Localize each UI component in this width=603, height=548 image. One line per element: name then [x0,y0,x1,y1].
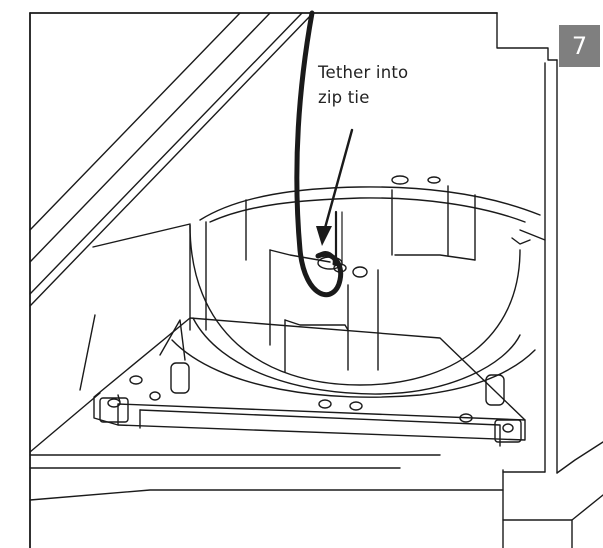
diagonal-struts [29,12,314,307]
mounting-plate [93,317,526,447]
step-number: 7 [571,32,588,60]
frame-border [29,12,498,548]
callout-arrow [316,128,354,246]
callout-text: Tether into zip tie [318,60,478,110]
right-wall [496,12,603,548]
step-number-badge: 7 [559,25,600,67]
callout-line-1: Tether into [318,63,409,82]
housing-ring [171,175,541,398]
back-platform [92,223,546,248]
callout-line-2: zip tie [318,88,370,107]
base-slab [29,314,504,501]
tether-cable [294,10,344,298]
